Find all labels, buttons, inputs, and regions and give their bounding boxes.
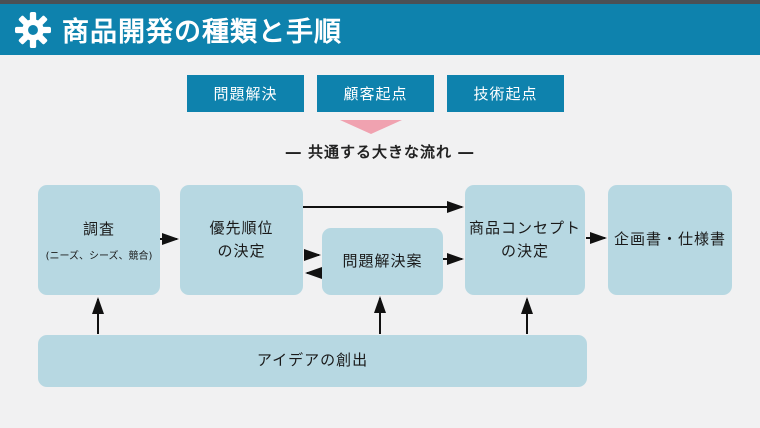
type-chip-customer-origin: 顧客起点 [317,75,434,112]
type-chip-problem-solving: 問題解決 [187,75,304,112]
flow-box-document-title: 企画書・仕様書 [613,230,726,249]
flow-box-idea: アイデアの創出 [38,335,587,387]
common-flow-label: ― 共通する大きな流れ ― [285,143,475,161]
development-type-row: 問題解決 顧客起点 技術起点 [187,75,564,112]
page-title: 商品開発の種類と手順 [62,17,342,48]
flow-box-solution: 問題解決案 [322,228,443,295]
flow-box-concept: 商品コンセプト の決定 [465,185,585,295]
flow-box-idea-title: アイデアの創出 [256,351,369,370]
type-chip-technology-origin: 技術起点 [447,75,564,112]
flow-box-solution-title: 問題解決案 [342,251,423,270]
flow-box-concept-title: 商品コンセプト の決定 [468,218,581,260]
header-bar: 商品開発の種類と手順 [0,4,760,55]
top-accent-strip [0,0,760,4]
gear-icon [15,11,51,48]
flow-box-survey-title: 調査 [82,220,115,239]
flow-box-survey: 調査 (ニーズ、シーズ、競合) [38,185,160,295]
flow-box-survey-subtitle: (ニーズ、シーズ、競合) [45,250,153,262]
flow-box-priority: 優先順位 の決定 [180,185,303,295]
down-triangle-icon [340,120,402,134]
flow-box-priority-title: 優先順位 の決定 [209,218,274,260]
flow-box-document: 企画書・仕様書 [608,185,732,295]
